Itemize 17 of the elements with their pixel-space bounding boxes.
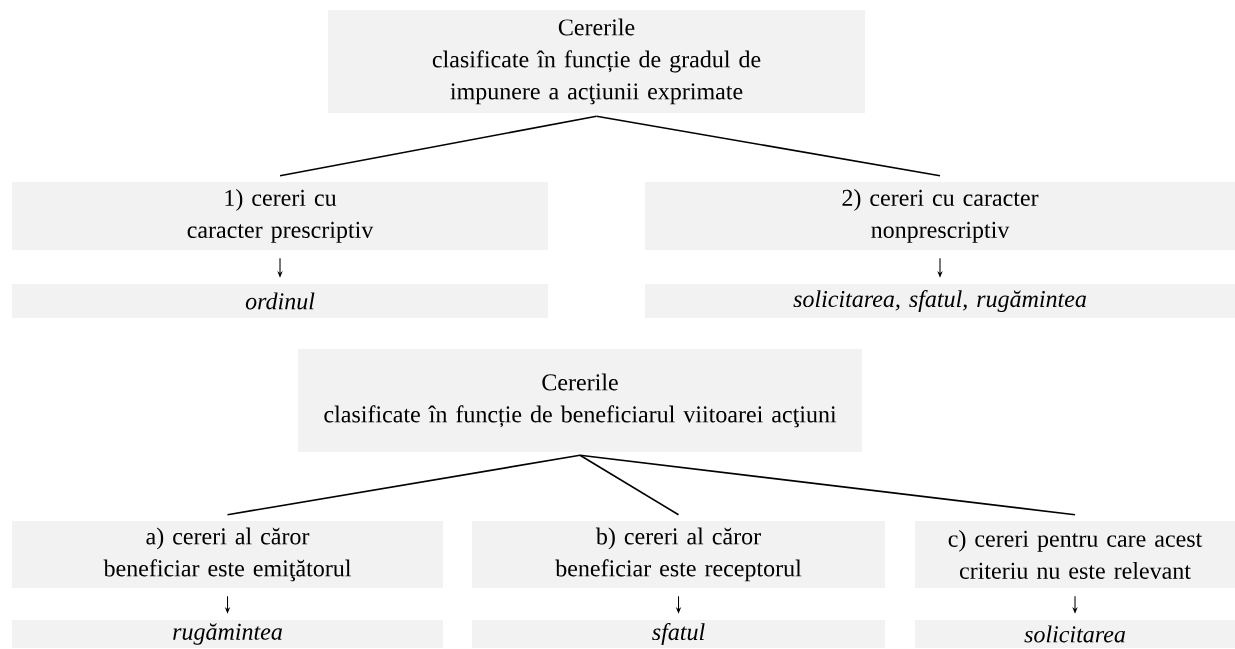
category-box: Cererile clasificate în funcție de beneficiarul viitoarei acţiuni xyxy=(298,349,862,452)
example-box: rugămintea xyxy=(12,620,443,648)
connector-line xyxy=(579,454,1076,516)
example-box: ordinul xyxy=(12,284,548,318)
example-box: solicitarea xyxy=(915,620,1235,648)
connector-line xyxy=(579,454,680,516)
class-box: c) cereri pentru care acest criteriu nu este relevant xyxy=(915,521,1235,588)
class-box: a) cereri al căror beneficiar este emiţătorul xyxy=(12,521,443,588)
connector-line xyxy=(226,454,581,516)
example-box: solicitarea, sfatul, rugămintea xyxy=(645,284,1235,318)
connector-line xyxy=(279,115,598,177)
class-box: 2) cereri cu caracter nonprescriptiv xyxy=(645,182,1235,250)
connector-line xyxy=(595,115,941,177)
category-box: Cererile clasificate în funcție de gradul de impunere a acţiunii exprimate xyxy=(328,10,865,113)
class-box: b) cereri al căror beneficiar este receptorul xyxy=(472,521,885,588)
example-box: sfatul xyxy=(472,620,885,648)
class-box: 1) cereri cu caracter prescriptiv xyxy=(12,182,548,250)
